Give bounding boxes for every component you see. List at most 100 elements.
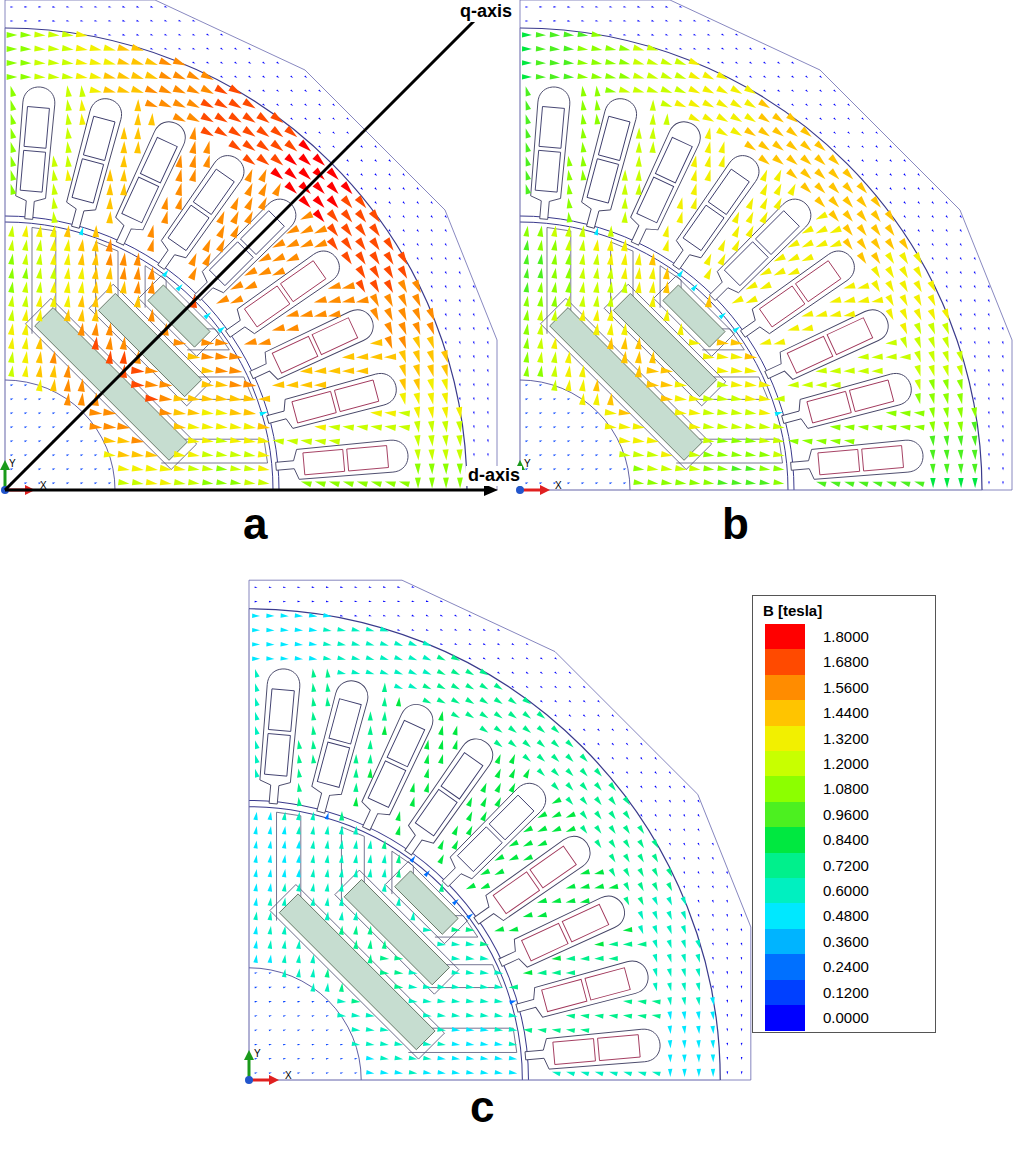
flux-arrow	[103, 437, 116, 444]
flux-arrow	[326, 1030, 329, 1032]
flux-arrow	[326, 1001, 329, 1003]
flux-arrow	[38, 441, 41, 443]
flux-arrow	[64, 281, 71, 293]
flux-arrow	[341, 223, 352, 236]
flux-arrow	[346, 173, 349, 176]
flux-arrow	[206, 48, 209, 50]
flux-arrow	[230, 465, 241, 471]
flux-arrow	[744, 141, 756, 151]
flux-arrow	[187, 85, 200, 94]
flux-arrow	[523, 352, 529, 363]
flux-arrow	[136, 20, 139, 22]
flux-arrow	[885, 280, 894, 292]
flux-arrow	[746, 296, 758, 304]
flux-arrow	[122, 6, 125, 8]
flux-arrow	[244, 211, 253, 224]
flux-arrow	[801, 310, 813, 316]
flux-arrow	[437, 984, 446, 989]
flux-arrow	[398, 265, 408, 278]
flux-arrow	[487, 439, 489, 442]
flux-arrow	[523, 310, 529, 321]
flux-arrow	[703, 479, 714, 485]
flux-arrow	[417, 243, 419, 246]
flux-arrow	[22, 282, 28, 294]
flux-arrow	[325, 869, 330, 878]
flux-arrow	[106, 267, 113, 280]
flux-arrow	[595, 20, 598, 22]
flux-arrow	[635, 365, 642, 378]
flux-arrow	[24, 483, 27, 485]
flux-arrow	[369, 223, 380, 236]
flux-arrow	[593, 323, 600, 335]
flux-arrow	[861, 145, 864, 148]
flux-arrow	[473, 397, 475, 400]
flux-arrow	[255, 726, 260, 735]
coil-side	[522, 923, 568, 961]
flux-arrow	[189, 141, 196, 154]
flux-arrow	[427, 322, 435, 335]
flux-arrow	[414, 407, 420, 419]
flux-arrow	[202, 465, 214, 471]
coil-side	[562, 904, 608, 942]
flux-arrow	[424, 754, 429, 764]
flux-arrow	[775, 412, 783, 416]
flux-arrow	[257, 423, 270, 430]
flux-arrow	[816, 439, 827, 445]
flux-arrow	[423, 984, 432, 989]
flux-arrow	[623, 6, 626, 8]
flux-arrow	[581, 469, 584, 471]
flux-arrow	[609, 483, 612, 485]
flux-arrow	[650, 99, 656, 110]
flux-arrow	[11, 100, 17, 111]
flux-arrow	[473, 313, 475, 316]
flux-arrow	[688, 100, 700, 108]
flux-arrow	[459, 369, 461, 372]
flux-arrow	[914, 482, 924, 487]
flux-arrow	[946, 257, 948, 260]
flux-arrow	[705, 155, 711, 167]
flux-arrow	[304, 131, 307, 134]
flux-arrow	[745, 465, 756, 471]
flux-arrow	[148, 267, 155, 281]
flux-arrow	[759, 479, 770, 485]
flux-arrow	[958, 464, 964, 474]
flux-arrow	[7, 32, 18, 38]
flux-arrow	[650, 113, 656, 124]
flux-arrow	[553, 6, 556, 8]
flux-arrow	[988, 313, 990, 316]
flux-arrow	[369, 586, 372, 588]
flux-arrow	[426, 600, 429, 602]
flux-arrow	[255, 769, 260, 778]
flux-arrow	[312, 1030, 315, 1032]
flux-arrow	[369, 615, 372, 617]
flux-arrow	[946, 243, 948, 246]
flux-arrow	[731, 395, 743, 401]
flux-arrow	[988, 425, 990, 428]
flux-arrow	[380, 956, 389, 961]
y-axis-icon	[0, 460, 10, 470]
flux-arrow	[857, 297, 869, 303]
air-box	[5, 0, 497, 490]
flux-arrow	[309, 656, 318, 661]
coil-side	[759, 286, 804, 327]
flux-arrow	[537, 226, 543, 237]
flux-arrow	[913, 252, 922, 264]
flux-arrow	[301, 482, 312, 488]
flux-arrow	[593, 295, 599, 307]
flux-arrow	[581, 114, 587, 125]
flux-arrow	[388, 173, 391, 176]
flux-arrow	[262, 76, 265, 78]
flux-arrow	[8, 225, 14, 237]
flux-arrow	[384, 265, 394, 278]
flux-arrow	[397, 629, 400, 631]
flux-arrow	[220, 34, 223, 36]
flux-arrow	[415, 478, 421, 489]
flux-arrow	[395, 825, 400, 835]
flux-arrow	[619, 73, 631, 79]
flux-arrow	[216, 423, 228, 429]
flux-arrow	[389, 215, 391, 218]
flux-arrow	[537, 366, 543, 377]
flux-arrow	[34, 32, 45, 38]
flux-arrow	[745, 451, 756, 457]
flux-arrow	[178, 34, 181, 36]
